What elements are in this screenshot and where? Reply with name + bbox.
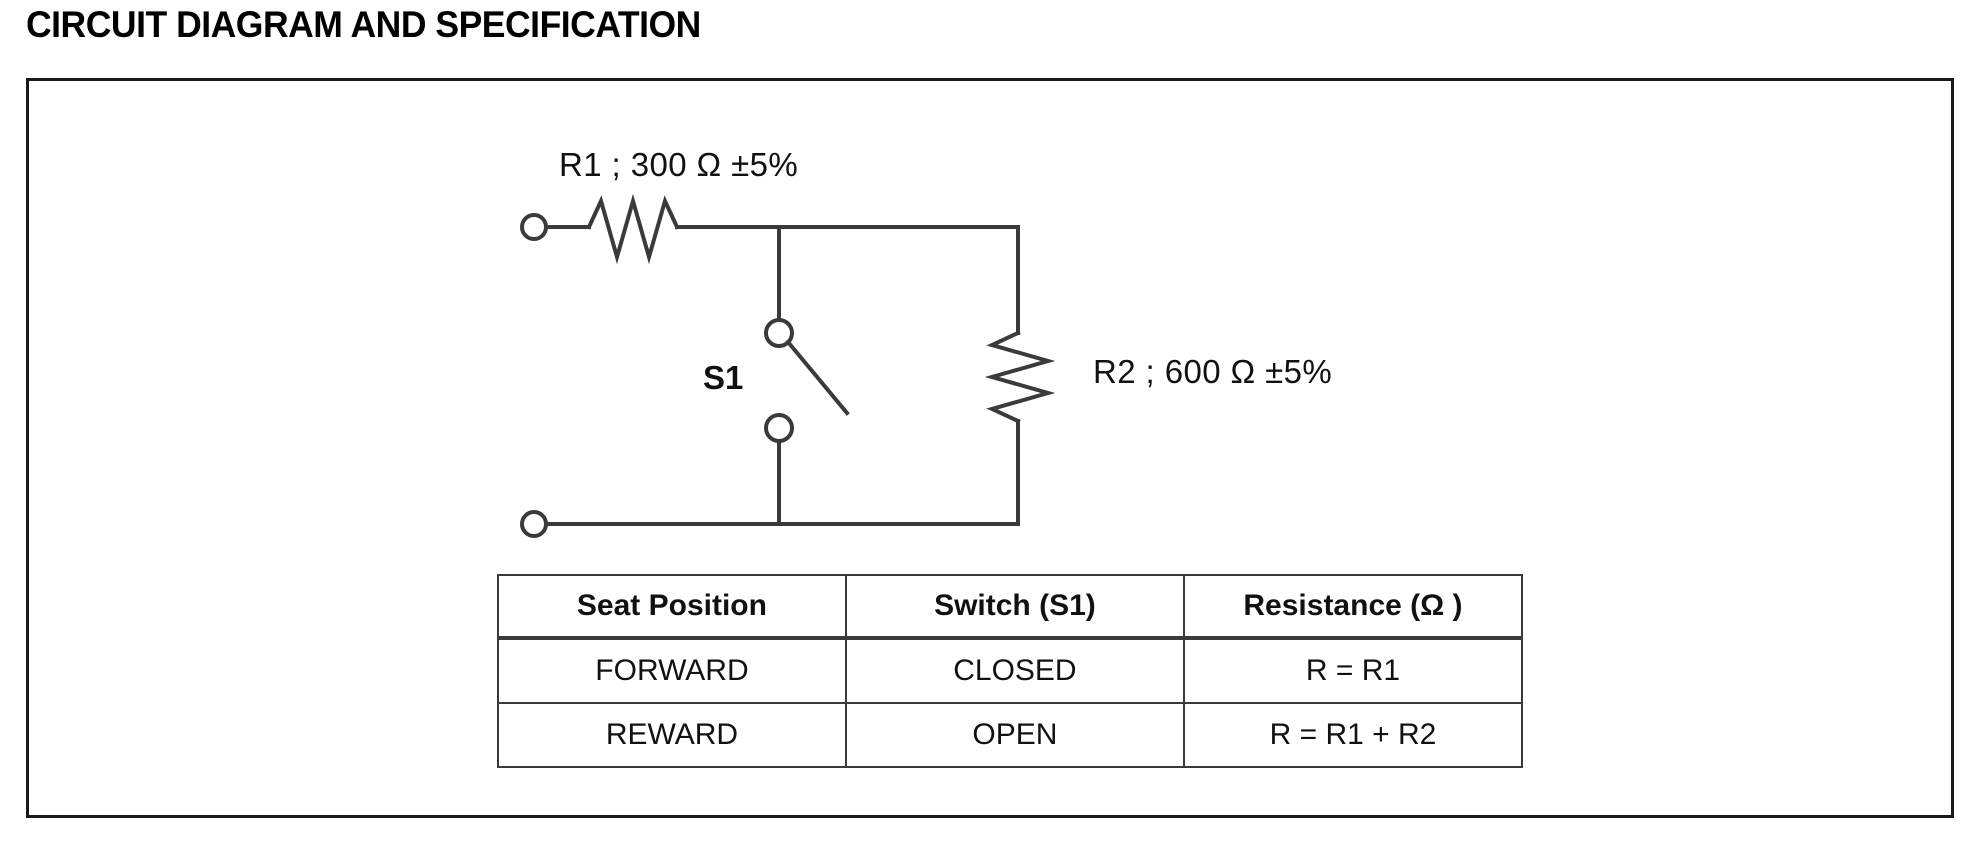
resistor-r1-label: R1 ; 300 Ω ±5% [559, 146, 799, 183]
column-header-seat-position: Seat Position [497, 574, 847, 640]
resistor-r2-symbol [984, 330, 1056, 424]
switch-s1-label: S1 [703, 359, 744, 396]
cell-resistance: R = R1 [1182, 638, 1524, 704]
cell-seat-position: REWARD [497, 702, 847, 768]
spec-table-body: FORWARD CLOSED R = R1 REWARD OPEN R = R1… [497, 638, 1524, 768]
terminal-top-left-icon [520, 213, 548, 241]
table-row: FORWARD CLOSED R = R1 [497, 638, 1524, 704]
spec-table-head: Seat Position Switch (S1) Resistance (Ω … [497, 574, 1524, 640]
switch-s1-top-contact-icon [764, 318, 794, 348]
spec-table-container: Seat Position Switch (S1) Resistance (Ω … [497, 574, 1524, 768]
page-title: CIRCUIT DIAGRAM AND SPECIFICATION [26, 4, 701, 45]
resistor-r2-label: R2 ; 600 Ω ±5% [1093, 353, 1333, 390]
switch-s1-bottom-contact-icon [764, 413, 794, 443]
spec-table: Seat Position Switch (S1) Resistance (Ω … [497, 574, 1524, 768]
circuit-schematic [520, 193, 1056, 538]
cell-resistance: R = R1 + R2 [1182, 702, 1524, 768]
cell-seat-position: FORWARD [497, 638, 847, 704]
resistor-r1-symbol [586, 193, 680, 265]
switch-s1-blade [785, 339, 850, 416]
cell-switch: OPEN [844, 702, 1185, 768]
table-row: REWARD OPEN R = R1 + R2 [497, 702, 1524, 768]
table-header-row: Seat Position Switch (S1) Resistance (Ω … [497, 574, 1524, 640]
terminal-bottom-left-icon [520, 510, 548, 538]
diagram-panel: R1 ; 300 Ω ±5% R2 ; 600 Ω ±5% S1 Seat Po… [26, 78, 1954, 818]
column-header-switch: Switch (S1) [844, 574, 1185, 640]
cell-switch: CLOSED [844, 638, 1185, 704]
column-header-resistance: Resistance (Ω ) [1182, 574, 1524, 640]
